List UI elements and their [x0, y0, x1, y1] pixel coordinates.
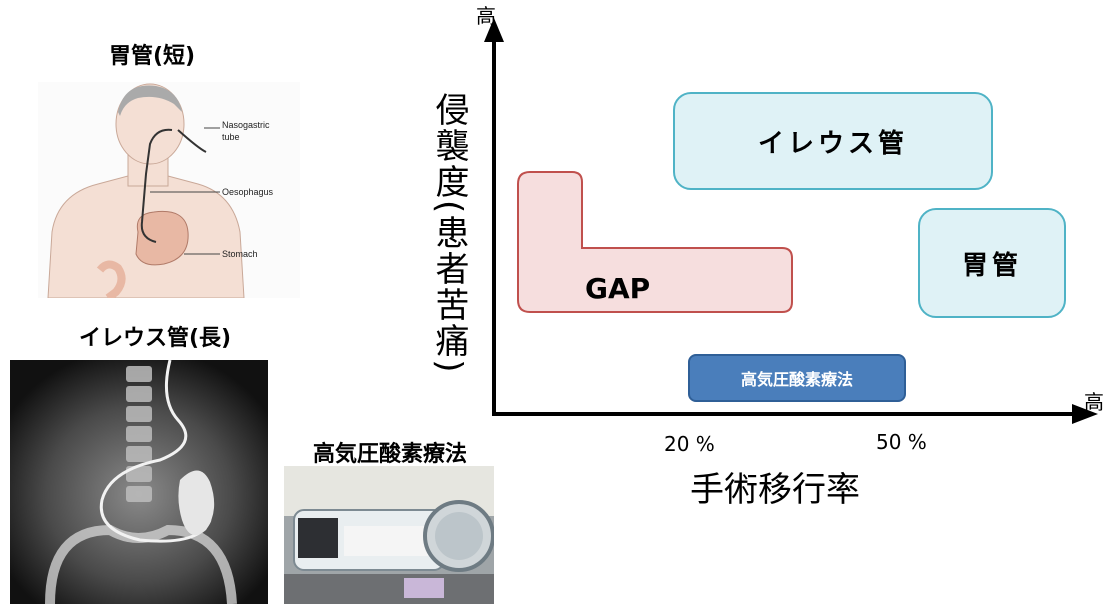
- nasogastric-label: Nasogastric: [222, 120, 270, 130]
- x-tick-20: 20 %: [664, 432, 715, 456]
- hbo-chamber-photo: [284, 466, 494, 604]
- tube-label: tube: [222, 132, 240, 142]
- x-axis-arrow: [1072, 404, 1098, 424]
- nasogastric-illustration: Nasogastric tube Oesophagus Stomach: [38, 82, 300, 298]
- stomach-label: Stomach: [222, 249, 258, 259]
- hbo-box: 高気圧酸素療法: [688, 354, 906, 402]
- x-tick-50: 50 %: [876, 430, 927, 454]
- gap-label: GAP: [585, 272, 651, 305]
- hbo-caption: 高気圧酸素療法: [312, 442, 467, 467]
- ileus-tube-caption: イレウス管(長): [78, 326, 232, 351]
- stomach-tube-caption: 胃管(短): [108, 44, 196, 69]
- ileus-xray-image: [10, 360, 268, 604]
- ileus-tube-box: イレウス管: [673, 92, 993, 190]
- y-axis-label: 侵襲度(患者苦痛): [429, 92, 469, 375]
- nasogastric-figure: Nasogastric tube Oesophagus Stomach: [47, 83, 274, 298]
- y-axis-high-label: 高: [476, 4, 496, 28]
- oesophagus-label: Oesophagus: [222, 187, 274, 197]
- stomach-tube-box: 胃管: [918, 208, 1066, 318]
- x-axis-label: 手術移行率: [690, 470, 860, 510]
- y-axis-arrow: [484, 18, 504, 42]
- gap-region: [517, 171, 793, 313]
- x-axis-high-label: 高: [1084, 390, 1104, 414]
